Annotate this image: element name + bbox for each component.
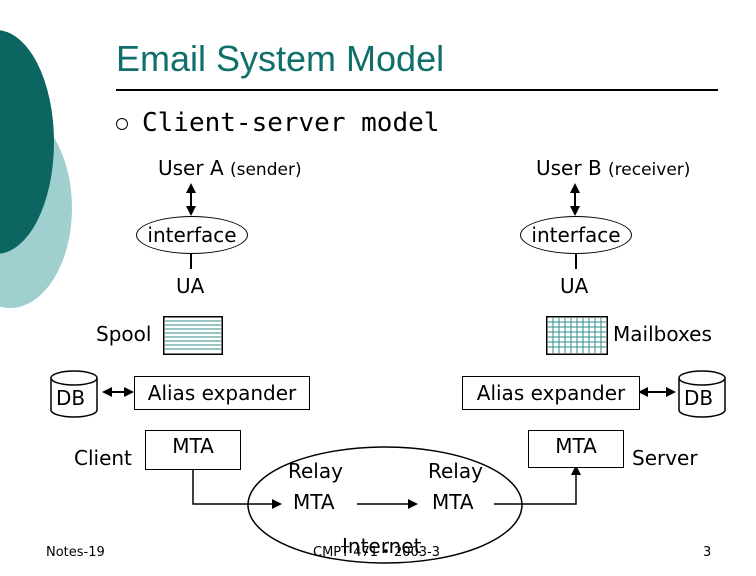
relay-mta-right: MTA	[432, 490, 474, 514]
relay-right-label: Relay	[428, 459, 483, 483]
db-right-label: DB	[684, 386, 714, 410]
mta-client-label: MTA	[172, 434, 214, 458]
db-right: DB	[678, 370, 726, 418]
relay-left-label: Relay	[288, 459, 343, 483]
bullet-circle-icon	[116, 118, 128, 130]
relay-to-server-arrow	[494, 465, 581, 505]
internet-label: Internet	[342, 534, 422, 558]
user-a: User A (sender)	[158, 156, 302, 180]
page-number: 3	[703, 545, 712, 560]
decor-dark-ellipse	[0, 30, 54, 254]
server-label: Server	[632, 446, 698, 470]
mta-server: MTA	[528, 430, 624, 468]
database-cylinder-icon	[50, 370, 98, 418]
slide-title: Email System Model	[116, 38, 445, 79]
db-left: DB	[50, 370, 98, 418]
user-b: User B (receiver)	[536, 156, 691, 180]
db-left-label: DB	[56, 386, 86, 410]
mailboxes-grid-icon	[546, 316, 608, 355]
bullet-text: Client-server model	[142, 108, 440, 138]
alias-expander-right: Alias expander	[462, 376, 640, 410]
interface-left: interface	[136, 216, 248, 254]
interface-right: interface	[520, 216, 632, 254]
ua-left: UA	[176, 274, 205, 298]
relay-mta-left: MTA	[293, 490, 335, 514]
client-label: Client	[74, 446, 132, 470]
mailboxes-label: Mailboxes	[613, 322, 712, 346]
mta-server-label: MTA	[555, 434, 597, 458]
footer-notes: Notes-19	[46, 545, 105, 560]
spool-label: Spool	[96, 322, 152, 346]
title-divider	[116, 89, 718, 91]
ua-right: UA	[560, 274, 589, 298]
mta-client: MTA	[145, 430, 241, 470]
footer-course: CMPT 471 • 2003-3	[313, 545, 440, 560]
database-cylinder-icon	[678, 370, 726, 418]
internet-cloud	[247, 446, 523, 564]
spool-queue-icon	[163, 316, 223, 355]
alias-expander-left: Alias expander	[134, 376, 310, 410]
client-to-relay-arrow	[192, 469, 282, 509]
